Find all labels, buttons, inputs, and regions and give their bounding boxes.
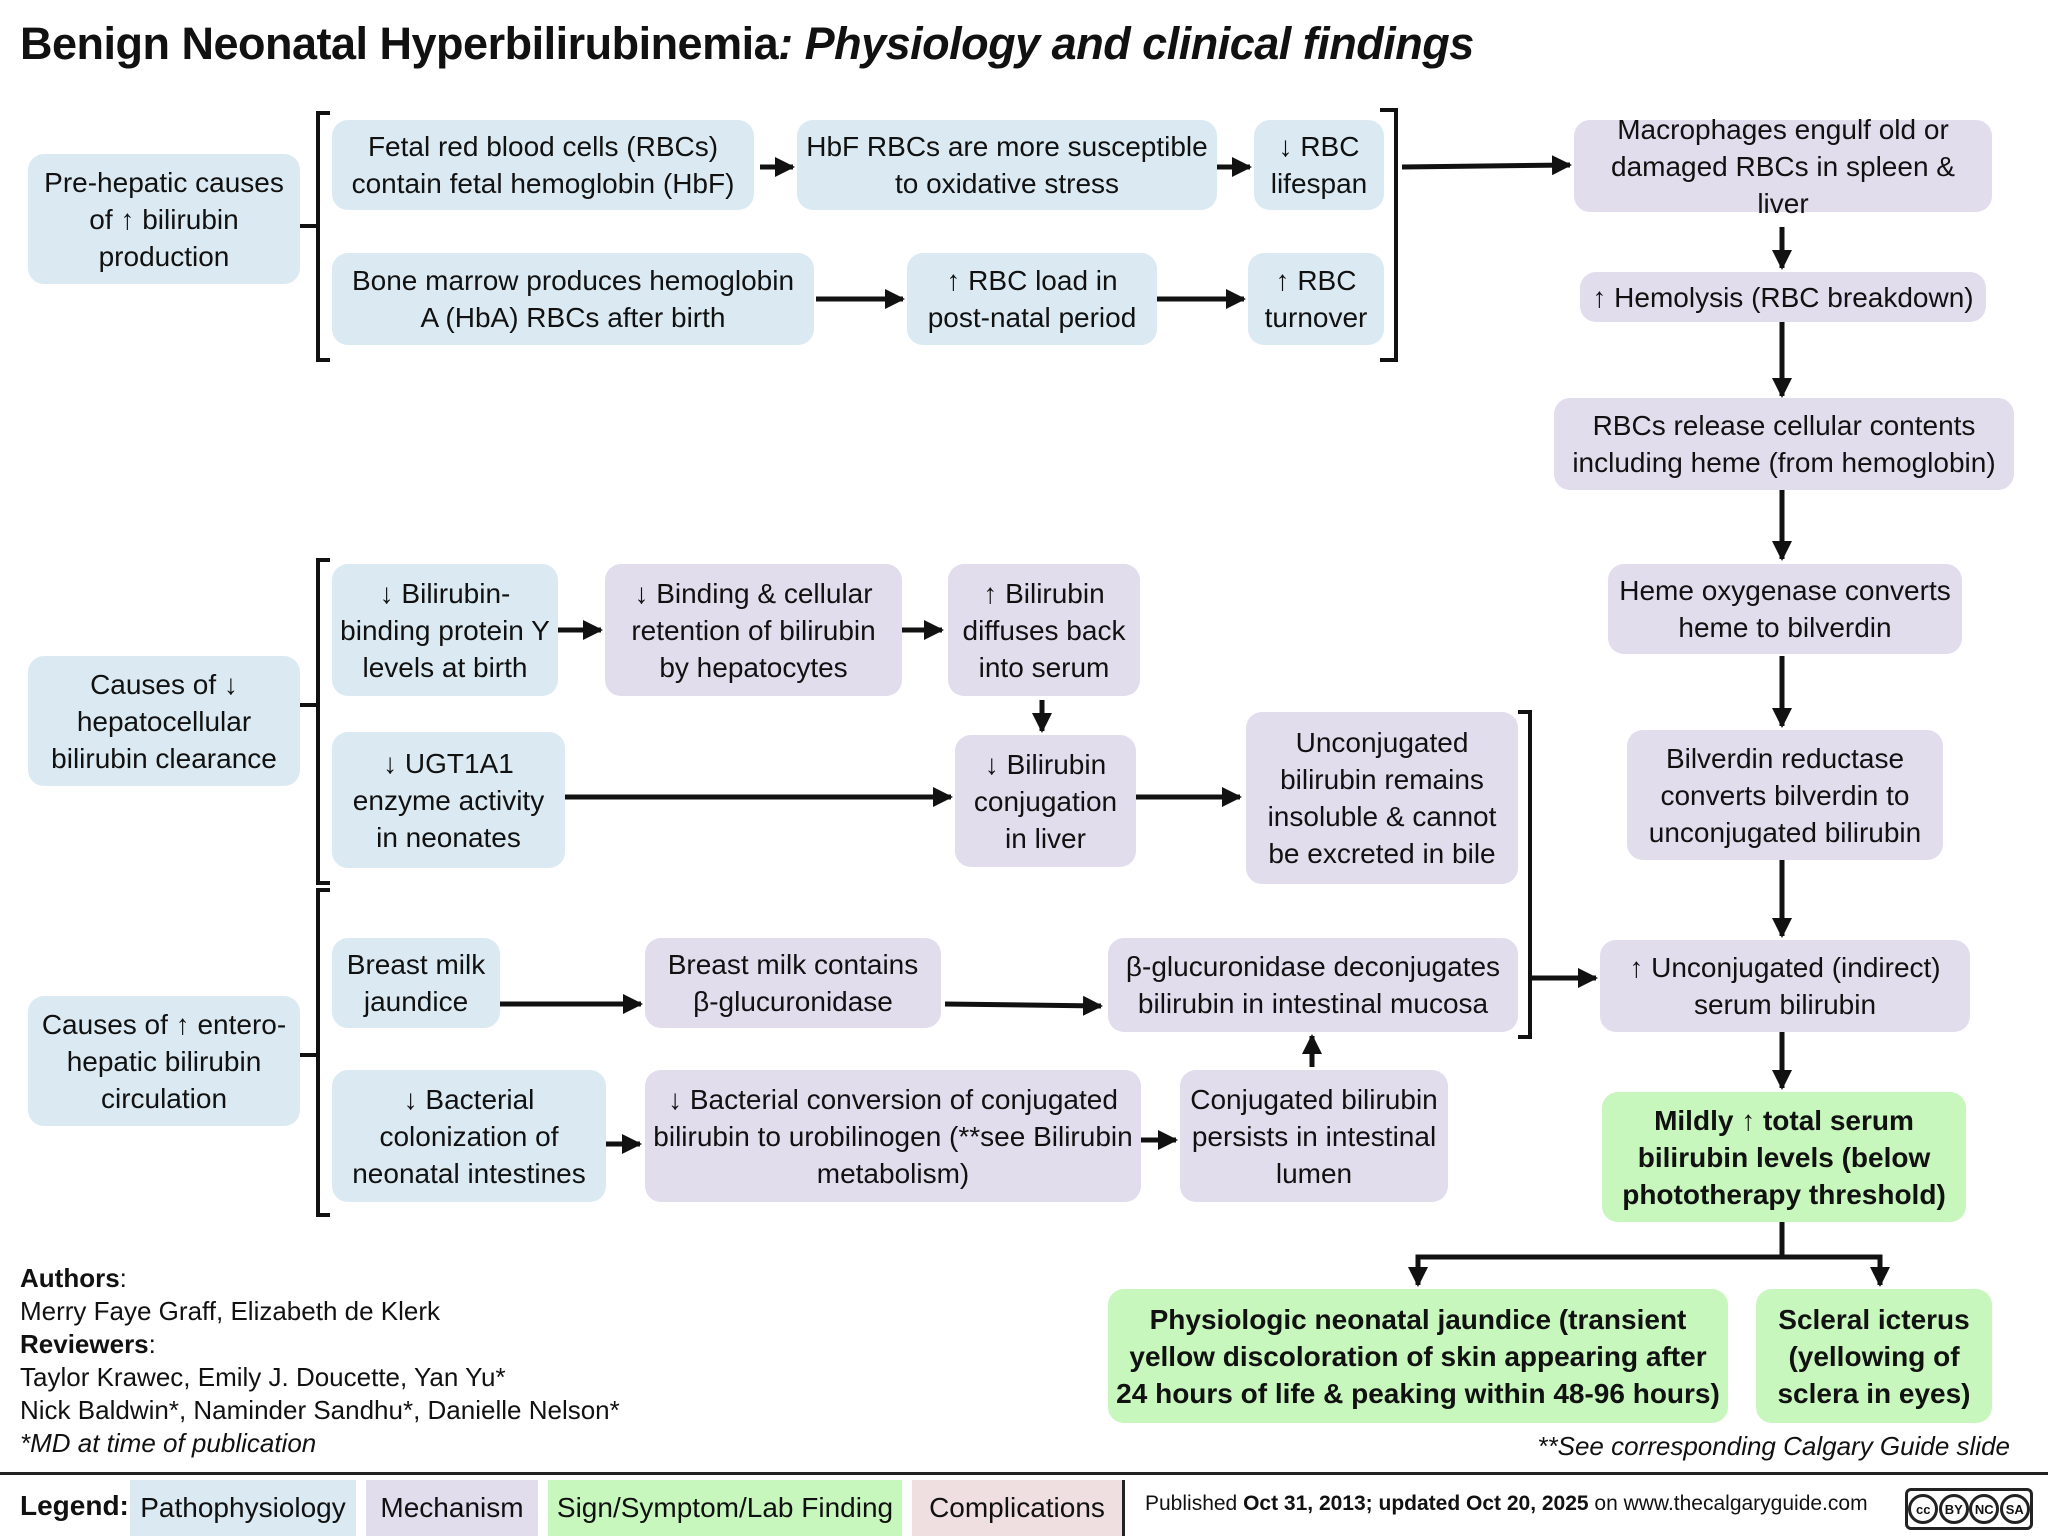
nc-icon: NC xyxy=(1969,1494,2000,1524)
release-heme-box: RBCs release cellular contents including… xyxy=(1554,398,2014,490)
hbf-oxidative-stress-box: HbF RBCs are more susceptible to oxidati… xyxy=(797,120,1217,210)
credits: Authors: Merry Faye Graff, Elizabeth de … xyxy=(20,1263,620,1458)
hemolysis-box: ↑ Hemolysis (RBC breakdown) xyxy=(1580,272,1986,322)
title-subtitle: : Physiology and clinical findings xyxy=(778,18,1474,69)
calgary-guide-footnote: **See corresponding Calgary Guide slide xyxy=(1537,1431,2010,1461)
flow-arrows xyxy=(500,155,1890,1287)
hepatocellular-causes-label: Causes of ↓ hepatocellular bilirubin cle… xyxy=(28,656,300,786)
mildly-total-bilirubin-box: Mildly ↑ total serum bilirubin levels (b… xyxy=(1602,1092,1966,1222)
conjugation-box: ↓ Bilirubin conjugation in liver xyxy=(955,735,1136,867)
sa-icon: SA xyxy=(1999,1494,2030,1524)
legend-sign-symptom: Sign/Symptom/Lab Finding xyxy=(548,1480,902,1536)
unconjugated-serum-box: ↑ Unconjugated (indirect) serum bilirubi… xyxy=(1600,940,1970,1032)
title-main: Benign Neonatal Hyperbilirubinemia xyxy=(20,18,779,69)
prehepatic-causes-label: Pre-hepatic causes of ↑ bilirubin produc… xyxy=(28,154,300,284)
conjugated-persists-box: Conjugated bilirubin persists in intesti… xyxy=(1180,1070,1448,1202)
physiologic-jaundice-box: Physiologic neonatal jaundice (transient… xyxy=(1108,1289,1728,1423)
legend-pathophysiology: Pathophysiology xyxy=(130,1480,356,1536)
ugt1a1-box: ↓ UGT1A1 enzyme activity in neonates xyxy=(332,732,565,868)
legend-complications: Complications xyxy=(912,1480,1125,1536)
rbc-turnover-box: ↑ RBC turnover xyxy=(1248,253,1384,345)
cc-icon: cc xyxy=(1908,1494,1939,1524)
macrophages-box: Macrophages engulf old or damaged RBCs i… xyxy=(1574,114,1992,219)
legend-bar xyxy=(0,1472,2048,1539)
brackets xyxy=(300,108,1532,1217)
reviewers-line-1: Taylor Krawec, Emily J. Doucette, Yan Yu… xyxy=(20,1362,506,1392)
legend-label: Legend: xyxy=(20,1490,129,1521)
heme-oxygenase-box: Heme oxygenase converts heme to bilverdi… xyxy=(1608,564,1962,654)
bacterial-conversion-box: ↓ Bacterial conversion of conjugated bil… xyxy=(645,1070,1141,1202)
protein-y-box: ↓ Bilirubin-binding protein Y levels at … xyxy=(332,564,558,696)
breast-milk-jaundice-box: Breast milk jaundice xyxy=(332,938,500,1028)
fetal-rbc-box: Fetal red blood cells (RBCs) contain fet… xyxy=(332,120,754,210)
unconjugated-insoluble-box: Unconjugated bilirubin remains insoluble… xyxy=(1246,712,1518,884)
page-title: Benign Neonatal Hyperbilirubinemia: Phys… xyxy=(20,18,1474,70)
bilverdin-reductase-box: Bilverdin reductase converts bilverdin t… xyxy=(1627,730,1943,860)
published-info: Published Oct 31, 2013; updated Oct 20, … xyxy=(1145,1492,1868,1515)
md-note: *MD at time of publication xyxy=(20,1428,317,1458)
creative-commons-badge: cc BY NC SA xyxy=(1905,1488,2033,1530)
scleral-icterus-box: Scleral icterus (yellowing of sclera in … xyxy=(1756,1289,1992,1423)
bacterial-colonization-box: ↓ Bacterial colonization of neonatal int… xyxy=(332,1070,606,1202)
rbc-lifespan-box: ↓ RBC lifespan xyxy=(1254,120,1384,210)
deconjugates-box: β-glucuronidase deconjugates bilirubin i… xyxy=(1108,938,1518,1032)
authors-label: Authors xyxy=(20,1263,120,1293)
reviewers-line-2: Nick Baldwin*, Naminder Sandhu*, Daniell… xyxy=(20,1395,620,1425)
marrow-hba-box: Bone marrow produces hemoglobin A (HbA) … xyxy=(332,253,814,345)
by-icon: BY xyxy=(1938,1494,1969,1524)
rbc-load-box: ↑ RBC load in post-natal period xyxy=(907,253,1157,345)
authors-names: Merry Faye Graff, Elizabeth de Klerk xyxy=(20,1296,441,1326)
breast-milk-contains-box: Breast milk contains β-glucuronidase xyxy=(645,938,941,1028)
legend-mechanism: Mechanism xyxy=(366,1480,538,1536)
enterohepatic-causes-label: Causes of ↑ entero-hepatic bilirubin cir… xyxy=(28,996,300,1126)
diffuses-back-box: ↑ Bilirubin diffuses back into serum xyxy=(948,564,1140,696)
binding-retention-box: ↓ Binding & cellular retention of biliru… xyxy=(605,564,902,696)
reviewers-label: Reviewers xyxy=(20,1329,149,1359)
